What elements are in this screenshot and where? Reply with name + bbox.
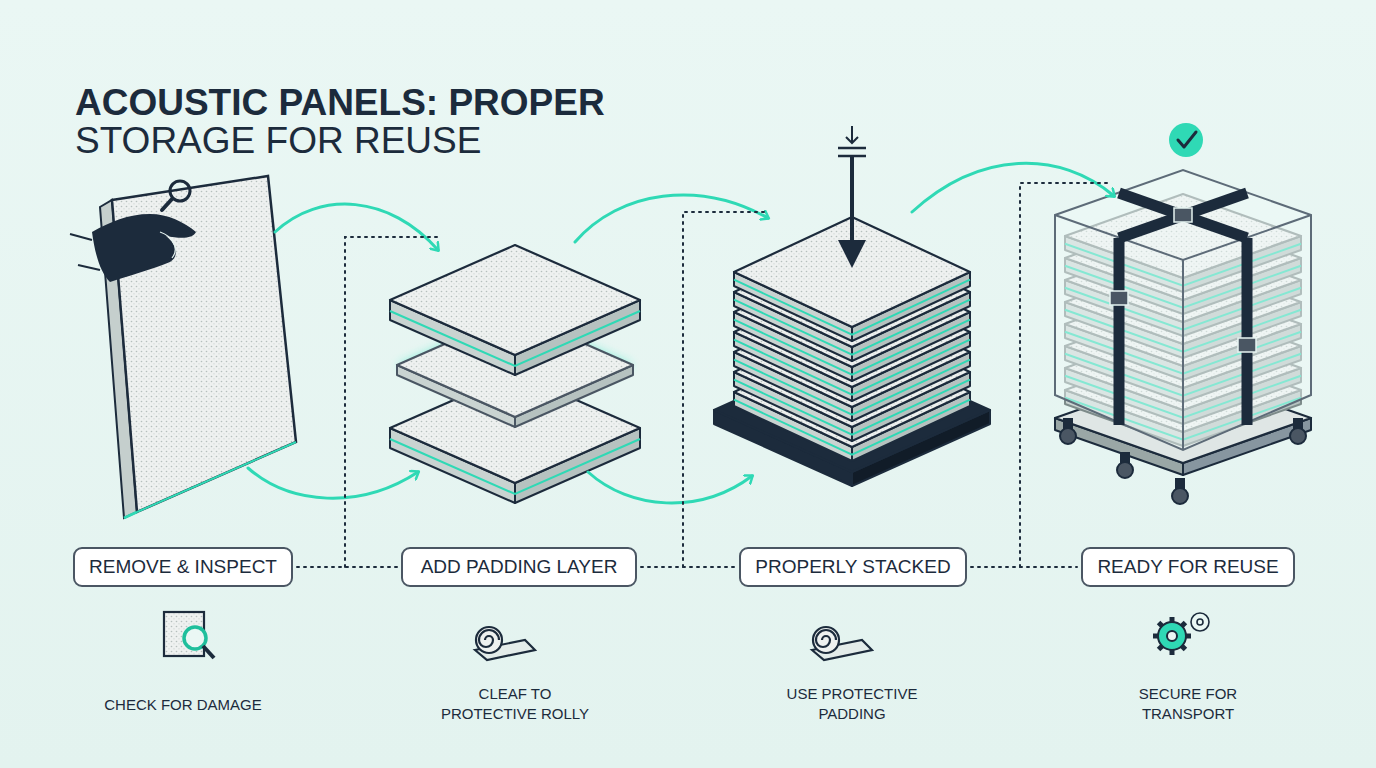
step-label: REMOVE & INSPECT bbox=[89, 556, 277, 578]
icon-caption: SECURE FOR TRANSPORT bbox=[1123, 684, 1253, 724]
panel-figure bbox=[70, 176, 296, 518]
icon-caption: CHECK FOR DAMAGE bbox=[68, 695, 298, 715]
step-label: ADD PADDING LAYER bbox=[417, 556, 621, 578]
step-label: READY FOR REUSE bbox=[1097, 556, 1279, 578]
flow-arrows bbox=[248, 163, 1114, 503]
step-label-box: REMOVE & INSPECT bbox=[73, 547, 293, 587]
step-label-box: PROPERLY STACKED bbox=[739, 547, 967, 587]
step-label: PROPERLY STACKED bbox=[755, 556, 951, 578]
caption-icons bbox=[164, 612, 1209, 660]
dotted-connector bbox=[971, 566, 1077, 568]
icon-caption: CLEAF TO PROTECTIVE ROLLY bbox=[440, 684, 590, 724]
padding-figure bbox=[390, 245, 640, 503]
dotted-leaders bbox=[345, 183, 1110, 567]
dotted-connector bbox=[641, 566, 735, 568]
dotted-connector bbox=[297, 566, 397, 568]
icon-caption: USE PROTECTIVE PADDING bbox=[772, 684, 932, 724]
diagram-title: ACOUSTIC PANELS: PROPER STORAGE FOR REUS… bbox=[75, 84, 656, 160]
step-label-box: READY FOR REUSE bbox=[1081, 547, 1295, 587]
stack-figure bbox=[714, 126, 990, 486]
step-label-box: ADD PADDING LAYER bbox=[401, 547, 637, 587]
